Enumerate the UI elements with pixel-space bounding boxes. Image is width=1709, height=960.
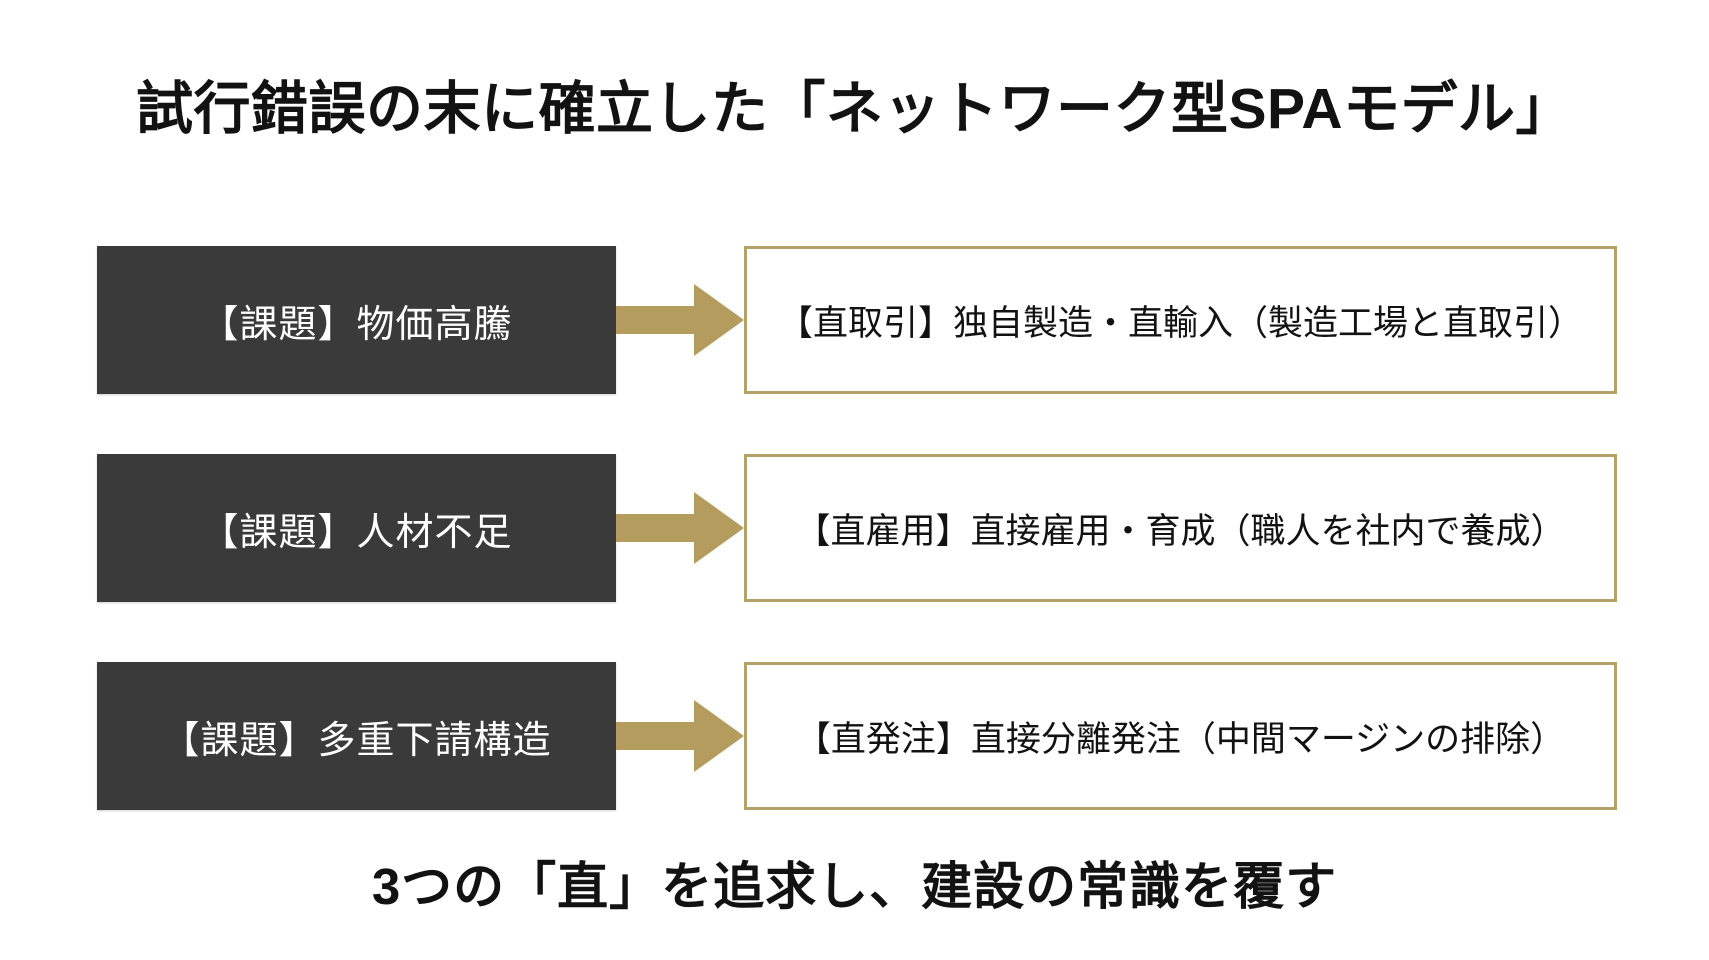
problem-box-2[interactable]: 【課題】人材不足 [97,454,616,602]
right-arrow-icon [616,700,744,772]
solution-label-2: 【直雇用】直接雇用・育成（職人を社内で養成） [795,511,1566,551]
solution-label-3: 【直発注】直接分離発注（中間マージンの排除） [795,719,1566,759]
solution-box-1[interactable]: 【直取引】独自製造・直輸入（製造工場と直取引） [744,246,1617,394]
problem-label-1: 【課題】物価高騰 [200,303,513,346]
table-row: 【課題】物価高騰 【直取引】独自製造・直輸入（製造工場と直取引） [0,246,1709,394]
problem-box-3[interactable]: 【課題】多重下請構造 [97,662,616,810]
solution-box-3[interactable]: 【直発注】直接分離発注（中間マージンの排除） [744,662,1617,810]
slide-caption: 3つの「直」を追求し、建設の常識を覆す [371,858,1338,915]
solution-box-2[interactable]: 【直雇用】直接雇用・育成（職人を社内で養成） [744,454,1617,602]
comparison-rows: 【課題】物価高騰 【直取引】独自製造・直輸入（製造工場と直取引） 【課題】人材不… [0,246,1709,870]
problem-label-3: 【課題】多重下請構造 [161,719,552,762]
problem-box-1[interactable]: 【課題】物価高騰 [97,246,616,394]
right-arrow-icon [616,492,744,564]
problem-label-2: 【課題】人材不足 [200,511,513,554]
table-row: 【課題】多重下請構造 【直発注】直接分離発注（中間マージンの排除） [0,662,1709,810]
table-row: 【課題】人材不足 【直雇用】直接雇用・育成（職人を社内で養成） [0,454,1709,602]
solution-label-1: 【直取引】独自製造・直輸入（製造工場と直取引） [777,303,1583,343]
page-title: 試行錯誤の末に確立した「ネットワーク型SPAモデル」 [136,77,1573,141]
right-arrow-icon [616,284,744,356]
